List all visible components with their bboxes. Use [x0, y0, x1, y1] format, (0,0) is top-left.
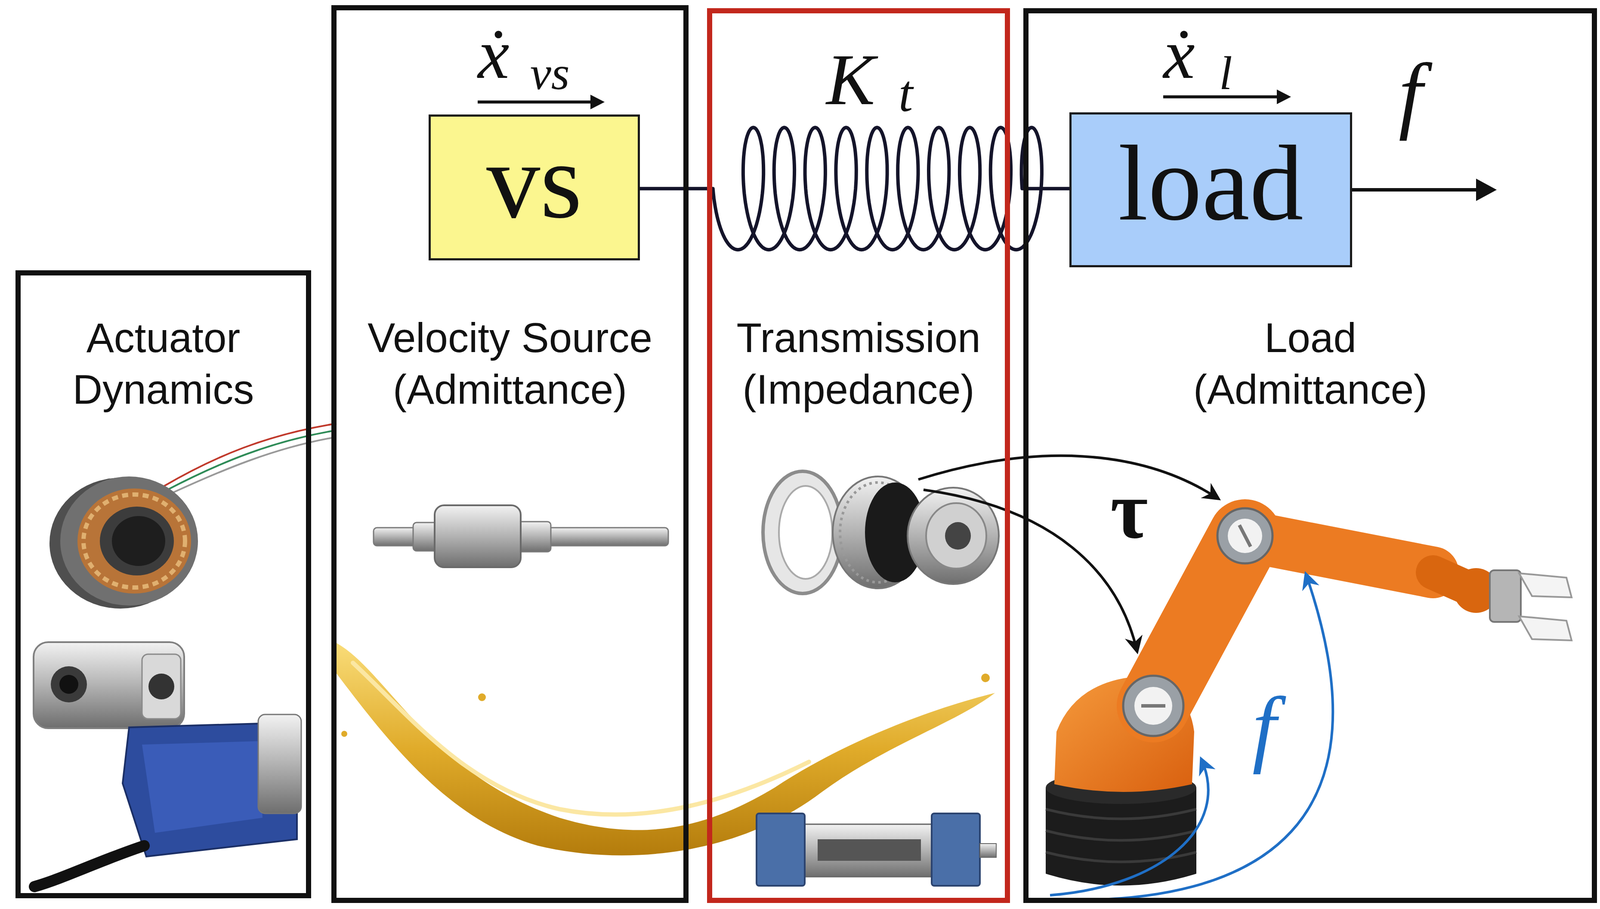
stator-photo-part	[60, 476, 198, 606]
hydraulic-pump-photo-part	[33, 642, 185, 729]
oil-splash-part	[352, 662, 810, 815]
stator-photo-part	[99, 506, 174, 576]
oil-splash-part	[478, 693, 486, 702]
oil-splash-part	[981, 673, 990, 683]
panel-title: Transmission (Impedance)	[718, 311, 999, 416]
actuator-panel: Actuator Dynamics	[15, 270, 312, 899]
robot-arm-part	[1123, 675, 1184, 736]
stator-photo-part	[77, 488, 192, 594]
subscript: vs	[530, 49, 570, 97]
stator-photo-part	[111, 515, 166, 566]
oil-splash	[336, 642, 995, 856]
hydraulic-pump-photo-part	[148, 673, 175, 700]
hydraulic-pump-photo-part	[142, 654, 181, 719]
velocity-arrow-part	[1276, 89, 1292, 105]
block-label: load	[1118, 129, 1304, 238]
harmonic-drive-photo	[762, 471, 999, 594]
velocity-arrow-part	[590, 94, 605, 110]
force-symbol: f	[1398, 50, 1423, 137]
panel-title: Actuator Dynamics	[27, 311, 300, 416]
harmonic-drive-photo-part	[926, 503, 987, 569]
rotor-photo	[373, 505, 669, 568]
harmonic-drive-photo-part	[762, 471, 843, 594]
velocity-symbol: ẋ	[477, 18, 510, 90]
harmonic-drive-photo-part	[778, 485, 833, 579]
force-feedback-arrow-part	[1050, 759, 1209, 896]
robot-arm	[1045, 508, 1572, 886]
oil-splash-part	[341, 730, 348, 737]
hydraulic-pump-photo-part	[59, 674, 79, 694]
hydraulic-cylinder-photo-part	[931, 813, 980, 886]
stiffness-symbol: K	[826, 43, 875, 117]
subscript: l	[1219, 49, 1233, 97]
hydraulic-pump-photo-part	[142, 741, 263, 833]
force-feedback-arrow-part	[1045, 574, 1333, 900]
load-panel: Load (Admittance) load	[1023, 8, 1597, 903]
subscript: t	[898, 67, 913, 120]
force-arrow-part	[1476, 178, 1497, 201]
hydraulic-cylinder-photo-part	[803, 824, 933, 877]
torque-arrow-part	[923, 489, 1137, 651]
force-feedback-arrow	[1045, 574, 1333, 900]
torque-arrow-part	[918, 455, 1218, 499]
torque-arrow	[918, 455, 1218, 651]
hydraulic-cylinder-photo-part	[979, 843, 997, 858]
stator-photo	[49, 423, 337, 609]
robot-arm-part	[1519, 573, 1572, 598]
hydraulic-pump-photo	[33, 642, 302, 887]
hydraulic-cylinder-photo	[756, 813, 997, 886]
harmonic-drive-photo-part	[945, 522, 971, 550]
robot-arm-part	[1239, 525, 1251, 547]
hydraulic-cylinder-photo-part	[817, 839, 921, 861]
robot-arm-part	[1227, 518, 1263, 553]
velocity-source-panel: Velocity Source (Admittance) vs	[331, 5, 689, 903]
stator-photo-part	[83, 494, 186, 588]
hydraulic-cylinder-photo-part	[756, 813, 805, 886]
panel-title: Velocity Source (Admittance)	[342, 311, 677, 416]
transmission-panel: Transmission (Impedance)	[707, 8, 1011, 903]
velocity-source-block: vs	[428, 114, 640, 261]
panel-title: Load (Admittance)	[1181, 311, 1440, 416]
robot-arm-part	[1134, 686, 1173, 725]
block-label: vs	[486, 127, 582, 235]
robot-arm-part	[1217, 508, 1273, 564]
velocity-arrow-part	[477, 100, 594, 104]
rotor-photo-part	[434, 505, 521, 568]
robot-arm-part	[1519, 616, 1572, 641]
force-symbol: f	[1252, 684, 1277, 771]
robot-arm-part	[1141, 704, 1166, 708]
hydraulic-pump-photo-part	[34, 845, 145, 887]
load-block: load	[1069, 112, 1353, 268]
hydraulic-pump-photo-part	[50, 666, 87, 703]
hydraulic-pump-photo-part	[258, 714, 302, 814]
robot-arm-part	[1489, 570, 1521, 622]
torque-symbol: τ	[1110, 469, 1149, 551]
velocity-arrow	[477, 94, 605, 110]
robot-arm-part	[1244, 535, 1434, 573]
velocity-symbol: ẋ	[1163, 18, 1195, 90]
force-arrow	[1352, 178, 1497, 201]
force-arrow-part	[1352, 188, 1481, 192]
oil-splash-part	[336, 642, 995, 856]
